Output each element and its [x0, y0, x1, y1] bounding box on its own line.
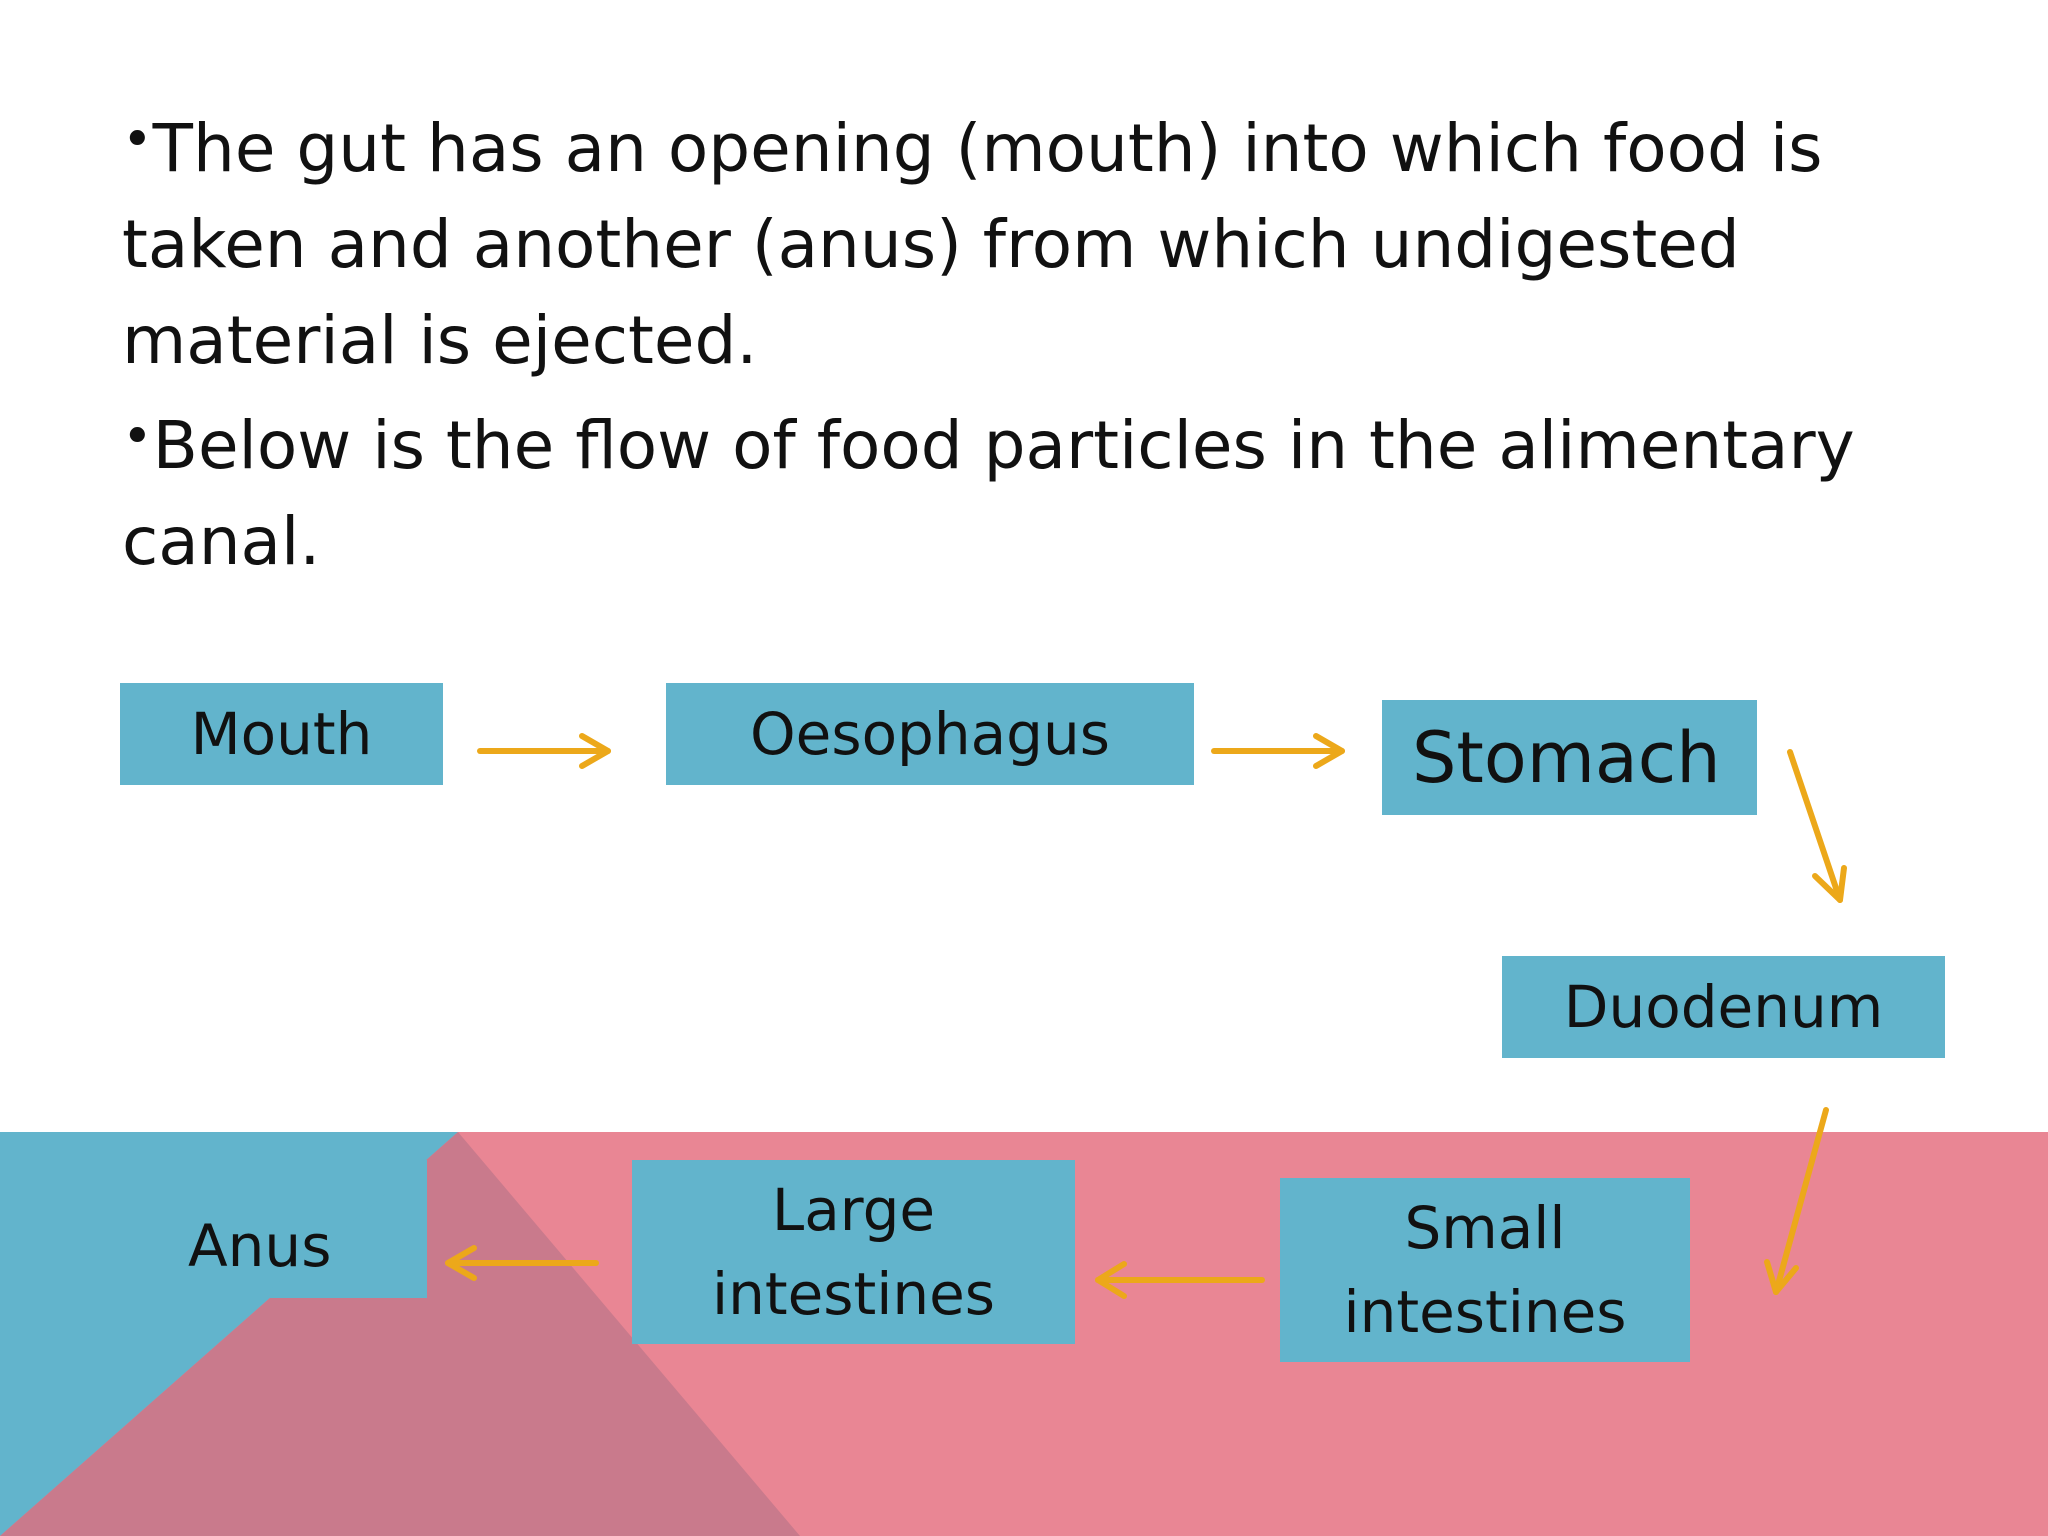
bullet-text: taken and another (anus) from which undi…	[122, 206, 1740, 283]
flow-box-small-intestines: Small intestines	[1280, 1178, 1690, 1362]
flow-box-mouth: Mouth	[120, 683, 443, 785]
flow-label-large-line1: Large	[771, 1176, 936, 1244]
bullet-symbol: •	[122, 407, 153, 467]
anus-teal-patch	[260, 1160, 427, 1298]
flow-box-stomach: Stomach	[1382, 700, 1757, 815]
flow-label-mouth: Mouth	[190, 700, 373, 768]
flow-label-oesophagus: Oesophagus	[750, 700, 1110, 768]
flow-label-large-line2: intestines	[711, 1260, 996, 1328]
bullet-symbol: •	[122, 110, 153, 170]
bullet-line-5: canal.	[122, 494, 1982, 590]
bullet-text: material is ejected.	[122, 302, 758, 379]
bullet-text: Below is the flow of food particles in t…	[152, 407, 1855, 484]
bullet-line-3: material is ejected.	[122, 293, 1982, 389]
flow-box-anus: Anus	[150, 1194, 427, 1298]
bullet-text: canal.	[122, 503, 321, 580]
flow-label-small-line1: Small	[1404, 1194, 1566, 1262]
flow-box-large-intestines: Large intestines	[632, 1160, 1075, 1344]
bullet-text: The gut has an opening (mouth) into whic…	[152, 110, 1823, 187]
flow-box-duodenum: Duodenum	[1502, 956, 1945, 1058]
mauve-triangle	[0, 1132, 800, 1536]
bullet-line-4: •Below is the flow of food particles in …	[122, 389, 1982, 494]
bullet-line-1: •The gut has an opening (mouth) into whi…	[122, 92, 1982, 197]
bullet-list: •The gut has an opening (mouth) into whi…	[122, 92, 1982, 590]
flow-box-oesophagus: Oesophagus	[666, 683, 1194, 785]
flow-label-anus: Anus	[188, 1212, 332, 1280]
flow-label-stomach: Stomach	[1412, 716, 1721, 799]
flow-label-duodenum: Duodenum	[1563, 973, 1884, 1041]
bullet-line-2: taken and another (anus) from which undi…	[122, 197, 1982, 293]
flow-label-small-line2: intestines	[1343, 1278, 1627, 1346]
